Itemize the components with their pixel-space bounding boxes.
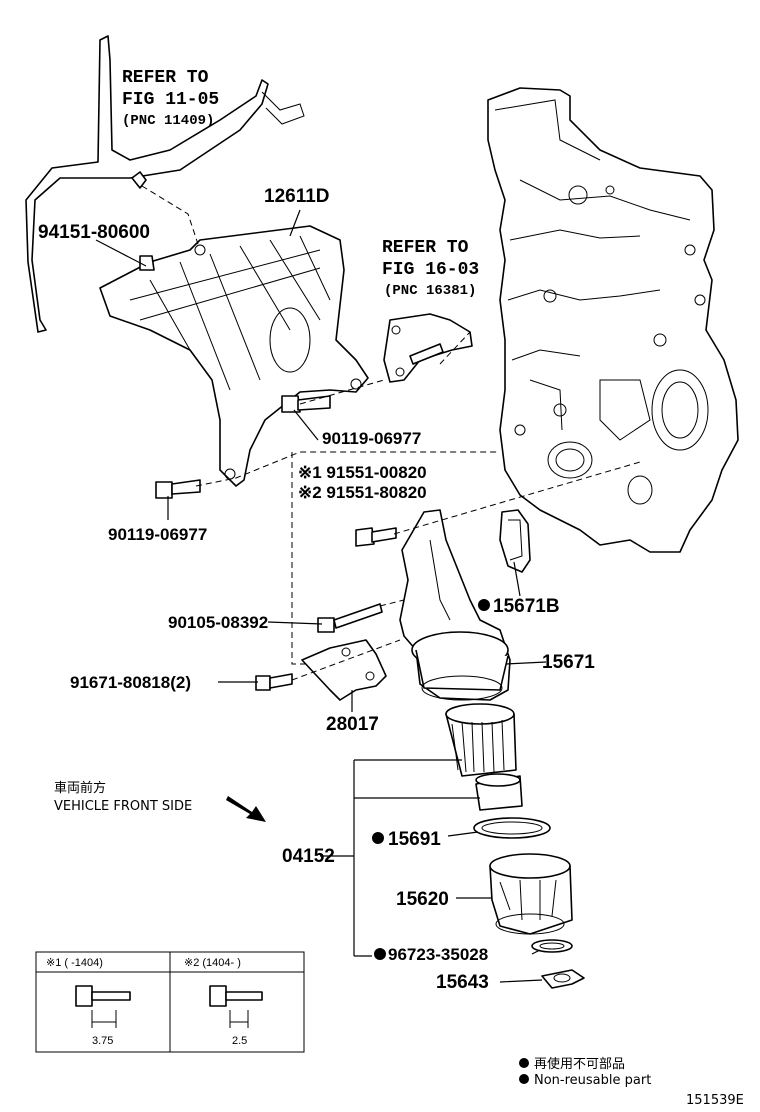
bolts-drawing xyxy=(139,255,397,691)
oil-filter-bracket-drawing xyxy=(399,509,531,701)
oil-level-gauge-guide-drawing xyxy=(25,35,305,333)
part-number-04152: 04152 xyxy=(282,846,335,867)
part-number-28017: 28017 xyxy=(326,714,379,735)
legend-marker-en xyxy=(519,1074,529,1084)
part-number-91551-00820: ※1 91551-00820 xyxy=(298,463,427,482)
vehicle-front-jp: 車両前方 xyxy=(54,780,106,796)
refer-fig-16-03-line3: (PNC 16381) xyxy=(384,283,476,299)
vehicle-front-arrow-icon xyxy=(226,796,266,822)
refer-fig-16-03-line2: FIG 16-03 xyxy=(382,260,479,280)
part-number-91551-80820: ※2 91551-80820 xyxy=(298,483,427,502)
bracket-drawing xyxy=(383,313,473,383)
part-number-15671B: 15671B xyxy=(493,596,560,617)
part-number-15671: 15671 xyxy=(542,652,595,673)
part-number-91671-80818: 91671-80818(2) xyxy=(70,673,191,692)
legend-en: Non-reusable part xyxy=(534,1073,651,1088)
non-reusable-marker-15691 xyxy=(372,832,384,844)
part-number-90119-06977-upper: 90119-06977 xyxy=(322,429,421,448)
legend-jp: 再使用不可部品 xyxy=(534,1056,625,1072)
part-number-94151-80600: 94151-80600 xyxy=(38,222,150,243)
part-number-90119-06977-lower: 90119-06977 xyxy=(108,525,207,544)
part-number-15691: 15691 xyxy=(388,829,441,850)
legend-marker-jp xyxy=(519,1058,529,1068)
part-number-12611D: 12611D xyxy=(264,186,330,207)
oil-filter-element-drawing xyxy=(445,703,523,811)
part-number-90105-08392: 90105-08392 xyxy=(168,613,268,632)
refer-fig-11-05-line1: REFER TO xyxy=(122,68,209,88)
part-number-96723-35028: 96723-35028 xyxy=(388,945,488,964)
bolt-icon-1 xyxy=(75,985,131,1028)
timing-chain-cover-drawing xyxy=(487,87,739,553)
figure-id: 151539E xyxy=(686,1093,744,1108)
part-number-15620: 15620 xyxy=(396,889,449,910)
non-reusable-marker-15671B xyxy=(478,599,490,611)
assembly-lines xyxy=(141,185,641,681)
bolt-icon-2 xyxy=(209,985,263,1028)
bolt-length-value-2: 2.5 xyxy=(232,1035,247,1047)
part-number-15643: 15643 xyxy=(436,972,489,993)
bolt-table-header-2: ※2 (1404- ) xyxy=(184,957,241,969)
drain-plug-drawing xyxy=(541,969,585,989)
gasket-drawing xyxy=(531,939,573,953)
bolt-table-header-1: ※1 ( -1404) xyxy=(46,957,103,969)
leader-lines xyxy=(95,209,547,983)
engine-cover-drawing xyxy=(99,225,369,487)
refer-fig-16-03-line1: REFER TO xyxy=(382,238,469,258)
vehicle-front-en: VEHICLE FRONT SIDE xyxy=(54,799,192,814)
bracket-28017-drawing xyxy=(301,639,387,701)
bolt-length-value-1: 3.75 xyxy=(92,1035,113,1047)
o-ring-drawing xyxy=(473,817,551,839)
non-reusable-marker-96723 xyxy=(374,948,386,960)
refer-fig-11-05-line2: FIG 11-05 xyxy=(122,90,219,110)
refer-fig-11-05-line3: (PNC 11409) xyxy=(122,113,214,129)
oil-filter-cap-drawing xyxy=(489,853,573,935)
